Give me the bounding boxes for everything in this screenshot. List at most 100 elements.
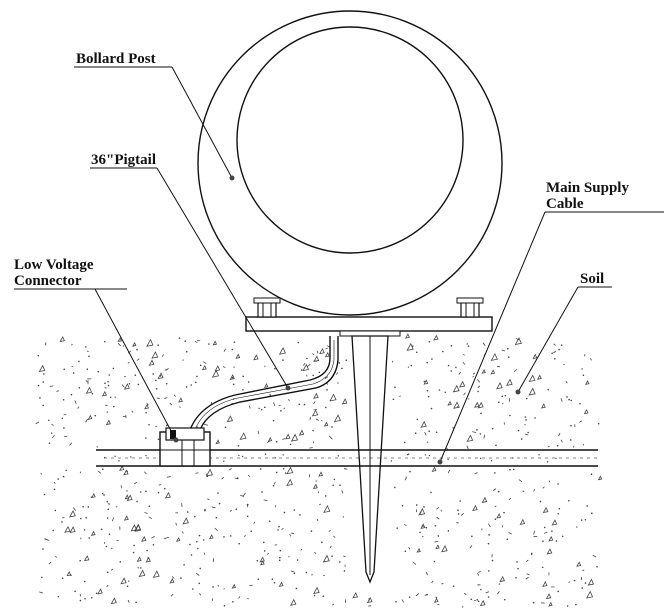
soil-particle — [72, 372, 75, 374]
soil-grain — [553, 343, 556, 346]
soil-particle — [229, 535, 232, 537]
soil-particle — [126, 470, 129, 473]
soil-particle — [180, 577, 182, 579]
soil-grain — [312, 441, 315, 444]
soil-aggregate — [435, 544, 440, 550]
soil-particle — [555, 540, 558, 542]
soil-particle — [457, 513, 460, 515]
soil-particle — [61, 417, 64, 420]
soil-aggregate — [546, 548, 553, 555]
soil-particle — [558, 507, 561, 510]
soil-grain — [434, 540, 439, 543]
soil-particle — [146, 549, 148, 552]
soil-particle — [326, 389, 328, 391]
soil-grain — [419, 511, 422, 515]
soil-grain — [332, 603, 335, 606]
soil-grain — [315, 418, 319, 421]
soil-grain — [195, 572, 200, 576]
soil-particle — [192, 588, 194, 590]
label-low-voltage-line2: Connector — [14, 273, 82, 289]
soil-aggregate — [322, 554, 330, 563]
soil-particle — [37, 354, 40, 357]
soil-particle — [524, 416, 527, 418]
soil-grain — [533, 530, 536, 535]
soil-particle — [557, 512, 560, 515]
soil-aggregate — [420, 523, 426, 529]
soil-particle — [88, 537, 90, 539]
soil-aggregate — [212, 340, 218, 346]
soil-particle — [106, 500, 109, 503]
right-bolt — [456, 297, 484, 318]
soil-particle — [339, 484, 341, 486]
soil-aggregate — [124, 494, 130, 500]
soil-particle — [277, 529, 279, 531]
soil-particle — [190, 384, 192, 386]
soil-aggregate — [323, 504, 331, 513]
soil-aggregate — [130, 524, 138, 532]
soil-particle — [597, 422, 600, 425]
soil-particle — [584, 518, 587, 521]
soil-aggregate — [278, 347, 286, 355]
soil-particle — [208, 343, 210, 345]
soil-aggregate — [253, 354, 259, 361]
soil-particle — [157, 438, 160, 441]
soil-particle — [107, 508, 110, 511]
soil-aggregate — [201, 364, 207, 371]
soil-particle — [42, 404, 44, 407]
soil-grain — [321, 419, 323, 422]
soil-particle — [246, 515, 249, 518]
soil-particle — [271, 578, 274, 581]
soil-aggregate — [144, 403, 149, 410]
soil-grain — [204, 424, 208, 426]
soil-particle — [433, 560, 436, 563]
soil-particle — [591, 512, 593, 515]
soil-particle — [551, 352, 553, 355]
soil-aggregate — [313, 586, 320, 595]
soil-grain — [164, 397, 168, 399]
soil-grain — [148, 516, 153, 520]
soil-aggregate — [178, 397, 183, 403]
soil-grain — [283, 407, 286, 410]
soil-grain — [257, 430, 260, 435]
soil-particle — [109, 396, 112, 399]
soil-particle — [196, 540, 198, 543]
soil-particle — [197, 547, 199, 550]
soil-particle — [147, 557, 149, 559]
soil-aggregate — [83, 555, 90, 562]
soil-aggregate — [532, 353, 538, 360]
soil-particle — [447, 530, 450, 532]
soil-particle — [145, 437, 147, 439]
soil-particle — [83, 580, 86, 583]
soil-grain — [466, 445, 469, 450]
soil-particle — [566, 396, 568, 398]
soil-grain — [217, 584, 220, 587]
soil-particle — [165, 369, 167, 371]
soil-aggregate — [68, 510, 76, 518]
soil-particle — [581, 587, 584, 589]
soil-grain — [497, 591, 500, 595]
cable-texture — [223, 460, 225, 462]
soil-aggregate — [87, 414, 93, 420]
soil-texture — [35, 333, 603, 608]
soil-particle — [579, 402, 581, 405]
mounting-plate — [245, 316, 493, 332]
soil-particle — [232, 383, 235, 386]
cable-texture — [118, 460, 120, 462]
soil-particle — [566, 605, 569, 607]
soil-particle — [97, 370, 100, 373]
soil-particle — [416, 418, 419, 421]
soil-grain — [456, 521, 459, 524]
soil-particle — [48, 419, 50, 422]
soil-aggregate — [585, 590, 594, 599]
soil-grain — [173, 394, 176, 397]
soil-grain — [415, 593, 420, 597]
soil-aggregate — [138, 569, 146, 578]
soil-grain — [483, 434, 486, 439]
ground-spike — [339, 330, 401, 584]
soil-particle — [343, 570, 346, 572]
soil-grain — [85, 380, 88, 383]
soil-grain — [54, 556, 58, 558]
soil-grain — [319, 503, 321, 506]
soil-particle — [231, 348, 234, 351]
soil-grain — [238, 596, 241, 599]
